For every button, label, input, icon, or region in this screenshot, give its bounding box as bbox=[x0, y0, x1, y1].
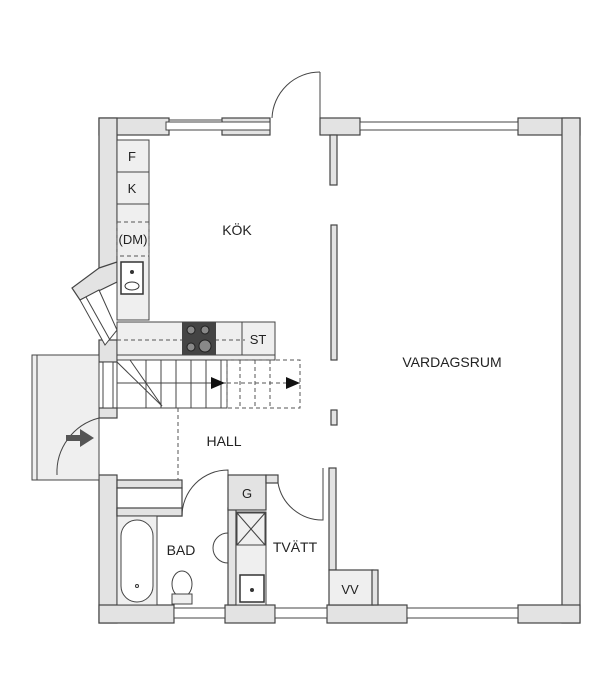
dishwasher-label: (DM) bbox=[119, 232, 148, 247]
stair-arrow-icon bbox=[286, 377, 300, 389]
windows bbox=[102, 119, 519, 619]
room-label-living-room: VARDAGSRUM bbox=[402, 354, 501, 370]
laundry-fixtures bbox=[235, 511, 267, 606]
interior-walls bbox=[116, 134, 379, 606]
room-label-hall: HALL bbox=[206, 433, 241, 449]
sink-icon bbox=[120, 261, 144, 295]
laundry-door[interactable] bbox=[277, 468, 324, 521]
fridge-label: F bbox=[128, 149, 136, 164]
kitchen-counter bbox=[116, 139, 276, 356]
stove-icon bbox=[182, 322, 216, 355]
washbasin-icon bbox=[212, 532, 229, 564]
toilet-icon bbox=[171, 570, 193, 598]
room-label-laundry: TVÄTT bbox=[273, 539, 318, 555]
outer-walls bbox=[98, 117, 581, 624]
room-label-bath: BAD bbox=[167, 542, 196, 558]
freezer-label: K bbox=[128, 181, 137, 196]
stair-arrow-icon bbox=[211, 377, 225, 389]
room-label-kitchen: KÖK bbox=[222, 221, 252, 238]
staircase[interactable] bbox=[116, 354, 301, 480]
entrance-porch[interactable] bbox=[31, 354, 100, 481]
bay-window bbox=[71, 261, 118, 346]
entrance-arrow-icon bbox=[66, 429, 94, 447]
closet-label: G bbox=[242, 486, 252, 501]
bathroom-fixtures bbox=[116, 515, 229, 606]
bath-door[interactable] bbox=[181, 469, 229, 517]
water-heater-label: VV bbox=[341, 582, 359, 597]
top-door[interactable] bbox=[271, 71, 321, 119]
wardrobe-label: ST bbox=[250, 332, 267, 347]
